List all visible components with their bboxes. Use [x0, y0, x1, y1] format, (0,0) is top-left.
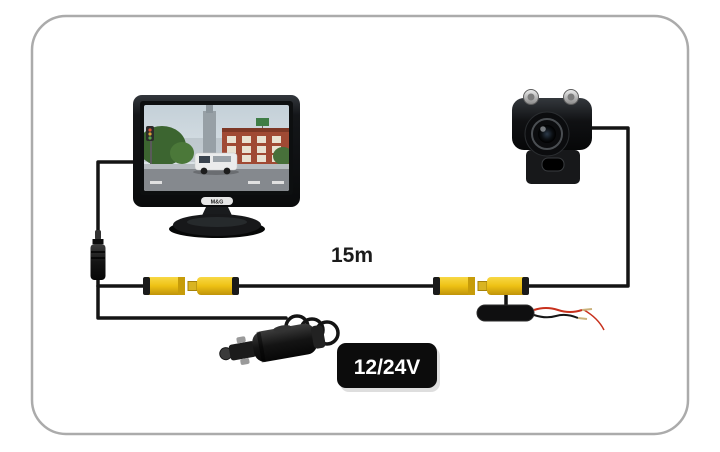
plug-body [252, 323, 318, 362]
plug-rear-cap [310, 325, 326, 349]
monitor-screen-image [144, 105, 289, 191]
tree [273, 147, 289, 165]
plug-neck [228, 341, 257, 361]
rca-plug-tip [477, 281, 488, 291]
power-filter-box-icon [476, 304, 605, 331]
car-monitor-icon: M&G [133, 95, 300, 238]
rca-connector-pair-left [143, 277, 239, 295]
rca-connector-pair-right [433, 277, 529, 295]
voltage-badge-bg [337, 343, 437, 388]
rca-plug-tip [187, 281, 198, 291]
cable-length-label: 15m [331, 244, 373, 267]
tower-building [203, 111, 216, 160]
bracket-slot [541, 157, 565, 172]
bare-wire-end [577, 317, 588, 320]
green-road-sign [256, 118, 269, 126]
bare-wire-end [581, 308, 593, 311]
dc-plug-pin [95, 230, 101, 240]
red-power-wire [533, 307, 583, 313]
filter-box [476, 304, 535, 322]
black-power-wire [533, 313, 579, 319]
monitor-power-cable [96, 160, 135, 234]
cable-wires [96, 126, 630, 320]
rca-plug-icon [197, 277, 239, 295]
rca-jack-icon [433, 277, 475, 295]
brand-logo-text: M&G [211, 200, 224, 206]
power-cable-to-lighter-plug [96, 278, 288, 320]
dc-plug-barrel [90, 244, 106, 280]
cigarette-lighter-plug-icon [219, 323, 326, 365]
dc-power-connector-icon [90, 230, 106, 280]
voltage-badge: 12/24V [337, 343, 440, 392]
road [144, 169, 289, 191]
lane-markings [150, 181, 284, 184]
rearview-camera-icon [512, 89, 592, 184]
rca-plug-icon [487, 277, 529, 295]
rca-jack-icon [143, 277, 185, 295]
tree [170, 142, 194, 164]
voltage-label: 12/24V [354, 356, 421, 379]
brand-logo-pill [201, 197, 233, 205]
camera-cable [527, 126, 630, 288]
